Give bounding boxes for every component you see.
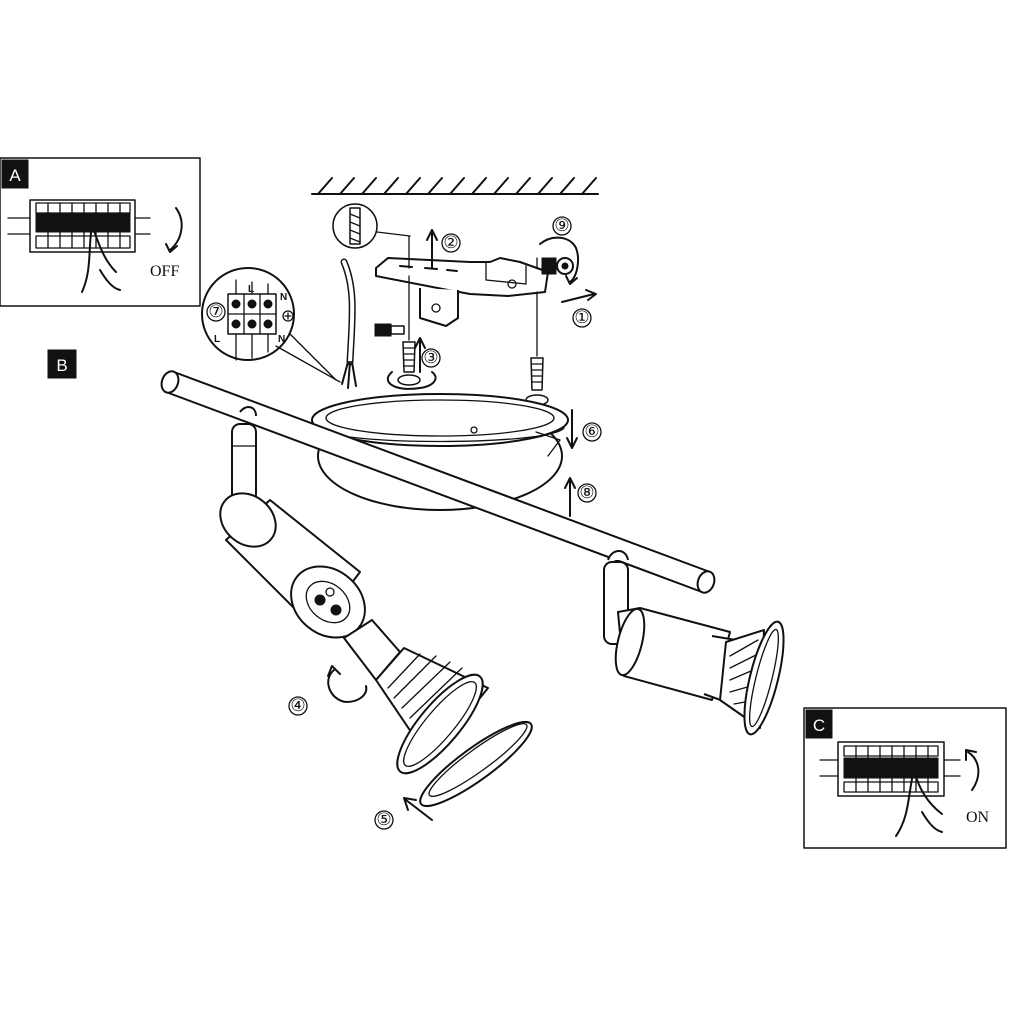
on-caption: ON [966, 809, 990, 826]
panel-c-label: C [813, 716, 825, 735]
rotate-arrow-off [169, 207, 183, 251]
step-5: ⑤ [374, 797, 433, 830]
step-6: ⑥ [566, 409, 602, 449]
step-4: ④ [288, 665, 368, 716]
spotlight-right [603, 550, 785, 736]
step-7-number: ⑦ [208, 302, 223, 321]
step-2-number: ② [443, 233, 458, 252]
track-bar [160, 370, 716, 594]
panel-b-label-box [47, 349, 77, 379]
panel-a: A OFF [0, 157, 201, 307]
step-3-number: ③ [423, 348, 438, 367]
hand-c [895, 769, 943, 837]
wall-plug-left [397, 341, 421, 386]
step-1-number: ① [574, 308, 589, 327]
step-8-number: ⑧ [579, 483, 594, 502]
terminal-top-l: L [248, 284, 254, 295]
terminal-top-n: N [280, 292, 287, 303]
step-8: ⑧ [564, 477, 597, 517]
screw-nine [541, 257, 574, 275]
ceiling [311, 177, 599, 195]
panel-c: C ON [803, 707, 1007, 849]
screw-small [374, 323, 405, 337]
supply-cable [340, 258, 357, 389]
spotlight-left [219, 406, 489, 775]
terminal-block-bubble: L N L N ⑦ [201, 267, 341, 383]
ceiling-canopy [311, 393, 569, 511]
step-1: ① [561, 289, 597, 328]
mounting-bracket [375, 257, 549, 327]
breaker-block-c [819, 741, 961, 797]
panel-b-label: B [56, 356, 67, 375]
rotate-arrow-on [967, 751, 980, 791]
step-6-number: ⑥ [584, 422, 599, 441]
panel-a-label-box [1, 159, 29, 189]
terminal-bottom-n: N [278, 334, 285, 345]
step-4-number: ④ [290, 696, 305, 715]
step-5-number: ⑤ [376, 810, 391, 829]
wall-plug-right [525, 357, 549, 406]
panel-c-label-box [805, 709, 833, 739]
terminal-bottom-l: L [214, 334, 220, 345]
step-9: ⑨ [539, 216, 579, 285]
breaker-block-a [7, 199, 151, 253]
off-caption: OFF [150, 263, 179, 280]
drill-bit-bubble [332, 203, 411, 249]
panel-a-label: A [9, 166, 21, 185]
step-2: ② [426, 229, 461, 269]
step-3: ③ [386, 337, 441, 390]
lens-cover [419, 720, 533, 808]
hand-a [81, 225, 121, 293]
step-9-number: ⑨ [554, 216, 569, 235]
